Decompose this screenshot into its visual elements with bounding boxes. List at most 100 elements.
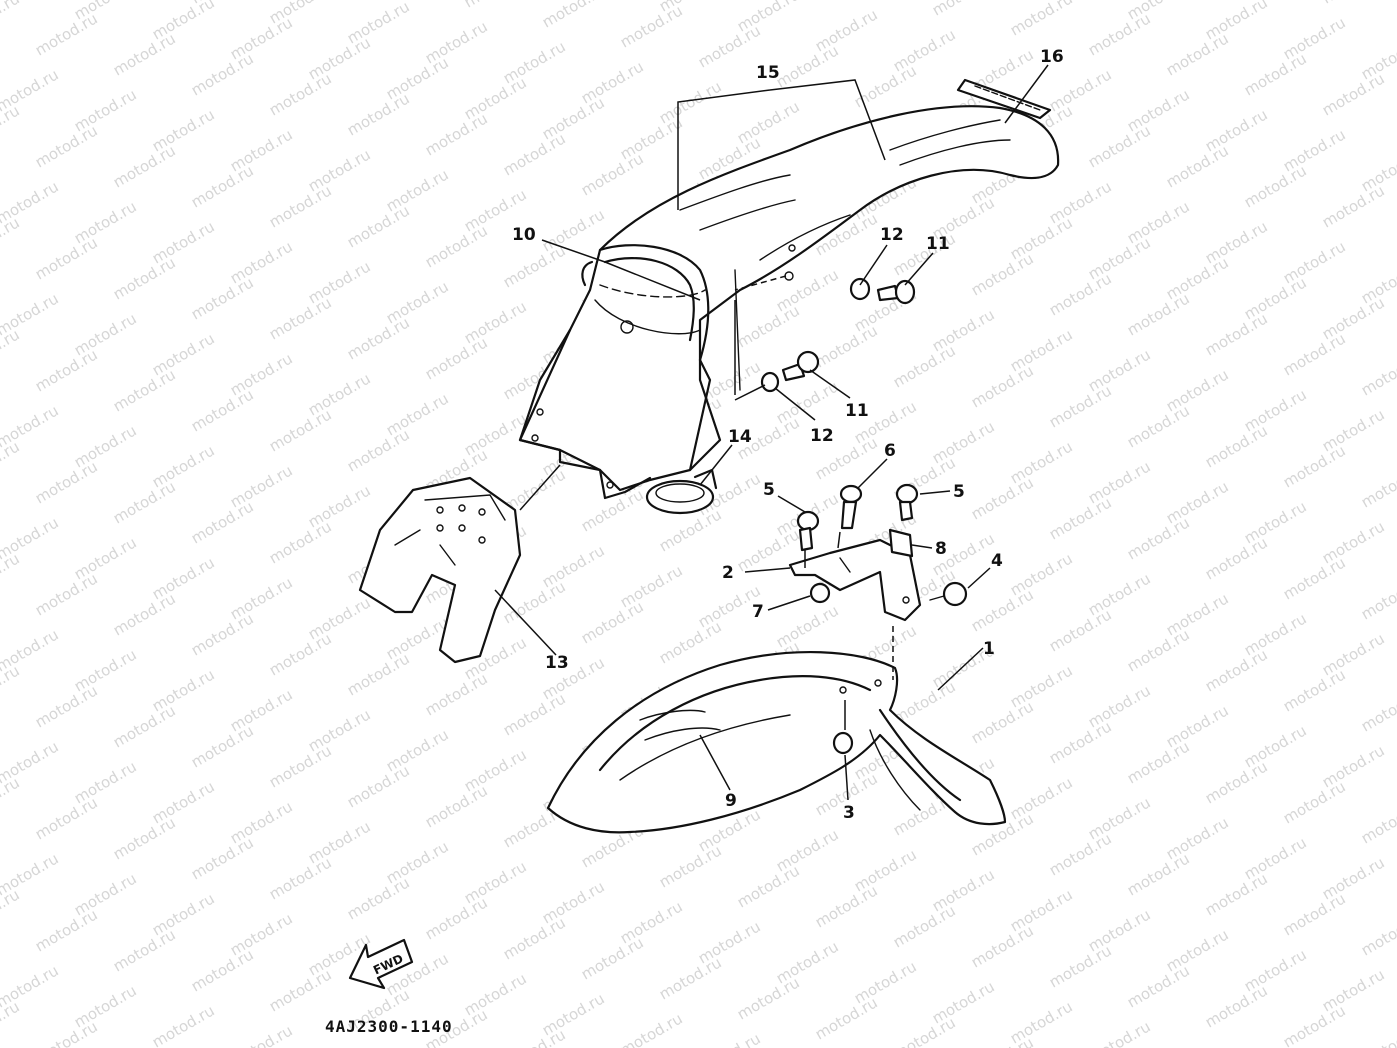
callout-4: 4 — [991, 551, 1003, 571]
watermark-text: motod.ru — [1280, 441, 1349, 491]
watermark-text: motod.ru — [32, 905, 101, 955]
watermark-text: motod.ru — [344, 89, 413, 139]
watermark-text: motod.ru — [578, 933, 647, 983]
watermark-text: motod.ru — [0, 213, 23, 263]
watermark-text: motod.ru — [32, 121, 101, 171]
watermark-text: motod.ru — [617, 1, 686, 51]
rear-fender — [518, 105, 1060, 500]
watermark-text: motod.ru — [1280, 553, 1349, 603]
watermark-text: motod.ru — [890, 1013, 959, 1048]
watermark-text: motod.ru — [500, 689, 569, 739]
watermark-text: motod.ru — [1124, 737, 1193, 787]
watermark-text: motod.ru — [890, 341, 959, 391]
watermark-text: motod.ru — [500, 577, 569, 627]
watermark-text: motod.ru — [266, 853, 335, 903]
watermark-text: motod.ru — [188, 273, 257, 323]
watermark-text: motod.ru — [1202, 869, 1271, 919]
watermark-text: motod.ru — [266, 69, 335, 119]
watermark-text: motod.ru — [812, 993, 881, 1043]
watermark-text: motod.ru — [110, 813, 179, 863]
watermark-text: motod.ru — [1280, 777, 1349, 827]
callout-5-right: 5 — [953, 482, 965, 502]
watermark-text: motod.ru — [1202, 421, 1271, 471]
watermark-text: motod.ru — [32, 233, 101, 283]
watermark-text: motod.ru — [110, 29, 179, 79]
watermark-text: motod.ru — [188, 721, 257, 771]
watermark-text: motod.ru — [0, 773, 23, 823]
watermark-text: motod.ru — [110, 365, 179, 415]
watermark-text: motod.ru — [1280, 665, 1349, 715]
watermark-text: motod.ru — [968, 697, 1037, 747]
watermark-text: motod.ru — [1280, 329, 1349, 379]
watermark-text: motod.ru — [422, 893, 491, 943]
watermark-text: motod.ru — [110, 477, 179, 527]
watermark-text: motod.ru — [851, 61, 920, 111]
watermark-text: motod.ru — [1319, 0, 1388, 7]
watermark-text: motod.ru — [1046, 605, 1115, 655]
watermark-text: motod.ru — [500, 241, 569, 291]
callout-10: 10 — [512, 225, 536, 245]
watermark-text: motod.ru — [422, 109, 491, 159]
watermark-text: motod.ru — [734, 861, 803, 911]
watermark-text: motod.ru — [32, 681, 101, 731]
rear-bolt-lower — [760, 350, 820, 393]
watermark-text: motod.ru — [422, 333, 491, 383]
watermark-text: motod.ru — [968, 585, 1037, 635]
watermark-text: motod.ru — [32, 1017, 101, 1048]
watermark-text: motod.ru — [1085, 1017, 1154, 1048]
watermark-text: motod.ru — [578, 485, 647, 535]
callout-8: 8 — [935, 539, 947, 559]
watermark-text: motod.ru — [266, 517, 335, 567]
watermark-text: motod.ru — [1124, 625, 1193, 675]
fender-bracket — [788, 538, 922, 622]
watermark-text: motod.ru — [149, 1001, 218, 1048]
watermark-text: motod.ru — [422, 781, 491, 831]
assembly-lines — [519, 275, 894, 730]
watermark-text: motod.ru — [929, 0, 998, 19]
watermark-text: motod.ru — [110, 589, 179, 639]
watermark-text: motod.ru — [110, 701, 179, 751]
watermark-text: motod.ru — [1241, 49, 1310, 99]
callout-labels: 15 16 10 12 11 12 11 14 13 6 5 5 8 2 4 7… — [512, 47, 1064, 823]
watermark-text: motod.ru — [1085, 121, 1154, 171]
watermark-text: motod.ru — [32, 345, 101, 395]
watermark-text: motod.ru — [695, 1029, 764, 1048]
watermark-text: motod.ru — [110, 141, 179, 191]
watermark-text: motod.ru — [32, 9, 101, 59]
bolt-5-left — [796, 510, 820, 552]
watermark-text: motod.ru — [1202, 757, 1271, 807]
watermark-text: motod.ru — [968, 249, 1037, 299]
watermark-text: motod.ru — [0, 997, 23, 1047]
watermark-text: motod.ru — [734, 301, 803, 351]
callout-5-left: 5 — [763, 480, 775, 500]
watermark-text: motod.ru — [110, 253, 179, 303]
clip-nut-8 — [888, 528, 914, 558]
callout-9: 9 — [725, 791, 737, 811]
watermark-text: motod.ru — [578, 149, 647, 199]
watermark-text: motod.ru — [0, 549, 23, 599]
watermark-text: motod.ru — [734, 973, 803, 1023]
watermark-text: motod.ru — [890, 901, 959, 951]
leader-lines — [494, 64, 1049, 801]
callout-11-lower: 11 — [845, 401, 869, 421]
watermark-text: motod.ru — [422, 221, 491, 271]
watermark-text: motod.ru — [1280, 889, 1349, 939]
watermark-text: motod.ru — [1358, 461, 1397, 511]
watermark-text: motod.ru — [695, 21, 764, 71]
watermark-text: motod.ru — [188, 609, 257, 659]
watermark-text: motod.ru — [344, 873, 413, 923]
watermark-text: motod.ru — [344, 313, 413, 363]
nut-4 — [929, 581, 968, 607]
nut-3 — [832, 731, 854, 755]
callout-7: 7 — [752, 602, 764, 622]
watermark-text: motod.ru — [539, 0, 608, 31]
watermark-text: motod.ru — [500, 913, 569, 963]
callout-1: 1 — [983, 639, 995, 659]
callout-12-upper: 12 — [880, 225, 904, 245]
watermark-text: motod.ru — [188, 161, 257, 211]
watermark-text: motod.ru — [1163, 141, 1232, 191]
tail-reflector-ring — [645, 468, 718, 515]
watermark-text: motod.ru — [1046, 269, 1115, 319]
watermark-text: motod.ru — [266, 629, 335, 679]
